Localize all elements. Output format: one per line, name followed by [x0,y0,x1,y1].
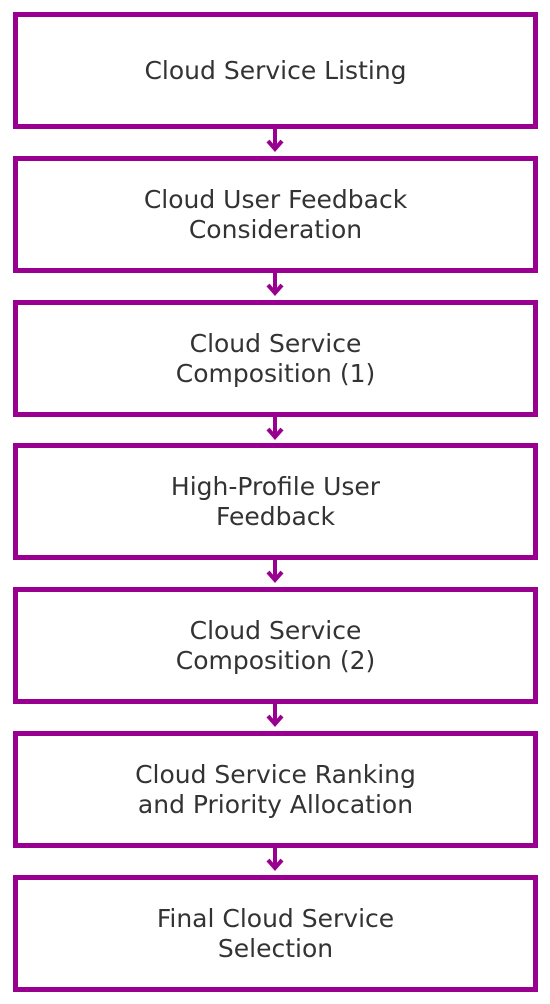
step-label: High-Profile User Feedback [170,471,381,531]
step-label: Cloud Service Composition (1) [175,328,376,388]
arrow-down-icon [266,128,284,153]
step-label: Cloud Service Composition (2) [175,615,376,675]
arrow-down-icon [266,703,284,728]
step-box-composition-2: Cloud Service Composition (2) [13,587,538,704]
step-box-high-profile-feedback: High-Profile User Feedback [13,443,538,560]
arrow-down-icon [266,416,284,441]
arrow-down-icon [266,847,284,872]
step-label: Cloud Service Ranking and Priority Alloc… [135,759,416,819]
step-label: Final Cloud Service Selection [156,903,395,963]
step-label: Cloud Service Listing [144,55,407,85]
step-box-ranking-allocation: Cloud Service Ranking and Priority Alloc… [13,731,538,848]
arrow-down-icon [266,272,284,297]
step-box-service-listing: Cloud Service Listing [13,12,538,129]
arrow-down-icon [266,559,284,584]
step-box-final-selection: Final Cloud Service Selection [13,875,538,992]
step-box-user-feedback: Cloud User Feedback Consideration [13,156,538,273]
step-box-composition-1: Cloud Service Composition (1) [13,300,538,417]
step-label: Cloud User Feedback Consideration [143,184,408,244]
